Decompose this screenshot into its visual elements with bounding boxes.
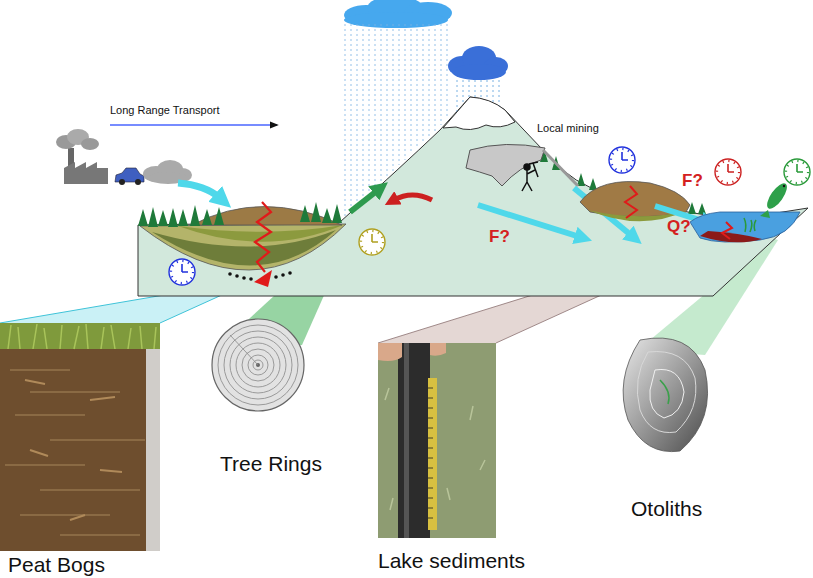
- core-zigzag: [722, 222, 732, 239]
- rain-lines: [345, 24, 447, 217]
- panel-caption: Otoliths: [631, 497, 702, 521]
- deposition-arrow: [178, 183, 220, 198]
- bog-layer: [140, 224, 346, 270]
- tree-ring-panel: Tree Rings: [212, 319, 304, 411]
- core-marker: [254, 270, 272, 287]
- miner-figure: [522, 162, 538, 191]
- flux-label: F?: [489, 227, 510, 247]
- clock-symbol: [359, 229, 385, 255]
- otolith-image: [623, 338, 707, 452]
- lake-sediment: [700, 231, 762, 242]
- factory-symbol: [56, 129, 108, 184]
- particle-dots: [228, 271, 292, 281]
- transport-arrow: [110, 124, 277, 125]
- flux-label: F?: [682, 171, 703, 191]
- mine-track: [543, 150, 578, 186]
- fish-symbol: [760, 180, 791, 218]
- quantity-label: Q?: [667, 217, 691, 237]
- otolith-panel: Otoliths: [620, 338, 710, 453]
- water-plants: [744, 218, 756, 232]
- panel-caption: Peat Bogs: [8, 553, 105, 577]
- panel-caption: Lake sediments: [378, 549, 525, 573]
- uptake-arrow: [350, 190, 378, 212]
- ground-block: [138, 97, 808, 296]
- transport-label: Long Range Transport: [110, 104, 219, 116]
- car-symbol: [115, 168, 144, 185]
- clock-symbol: [169, 259, 195, 285]
- core-zigzag: [255, 202, 271, 272]
- rain-cloud: [344, 0, 452, 28]
- tree-ring-disc: [212, 319, 304, 411]
- rain-cloud: [448, 46, 508, 80]
- mining-label: Local mining: [537, 122, 599, 134]
- lake-water: [690, 212, 800, 242]
- peat-photo: [0, 323, 160, 551]
- core-zigzag: [625, 186, 637, 218]
- lake-sediment-panel: Lake sediments: [378, 343, 496, 538]
- snow-cap: [443, 97, 515, 130]
- panel-caption: Tree Rings: [220, 452, 322, 476]
- clock-symbol: [609, 147, 635, 173]
- clock-symbol: [784, 159, 810, 185]
- clock-symbol: [715, 159, 741, 185]
- release-arrow: [394, 195, 432, 200]
- peat-bog-panel: Peat Bogs: [0, 323, 160, 551]
- sediment-photo: [378, 343, 496, 538]
